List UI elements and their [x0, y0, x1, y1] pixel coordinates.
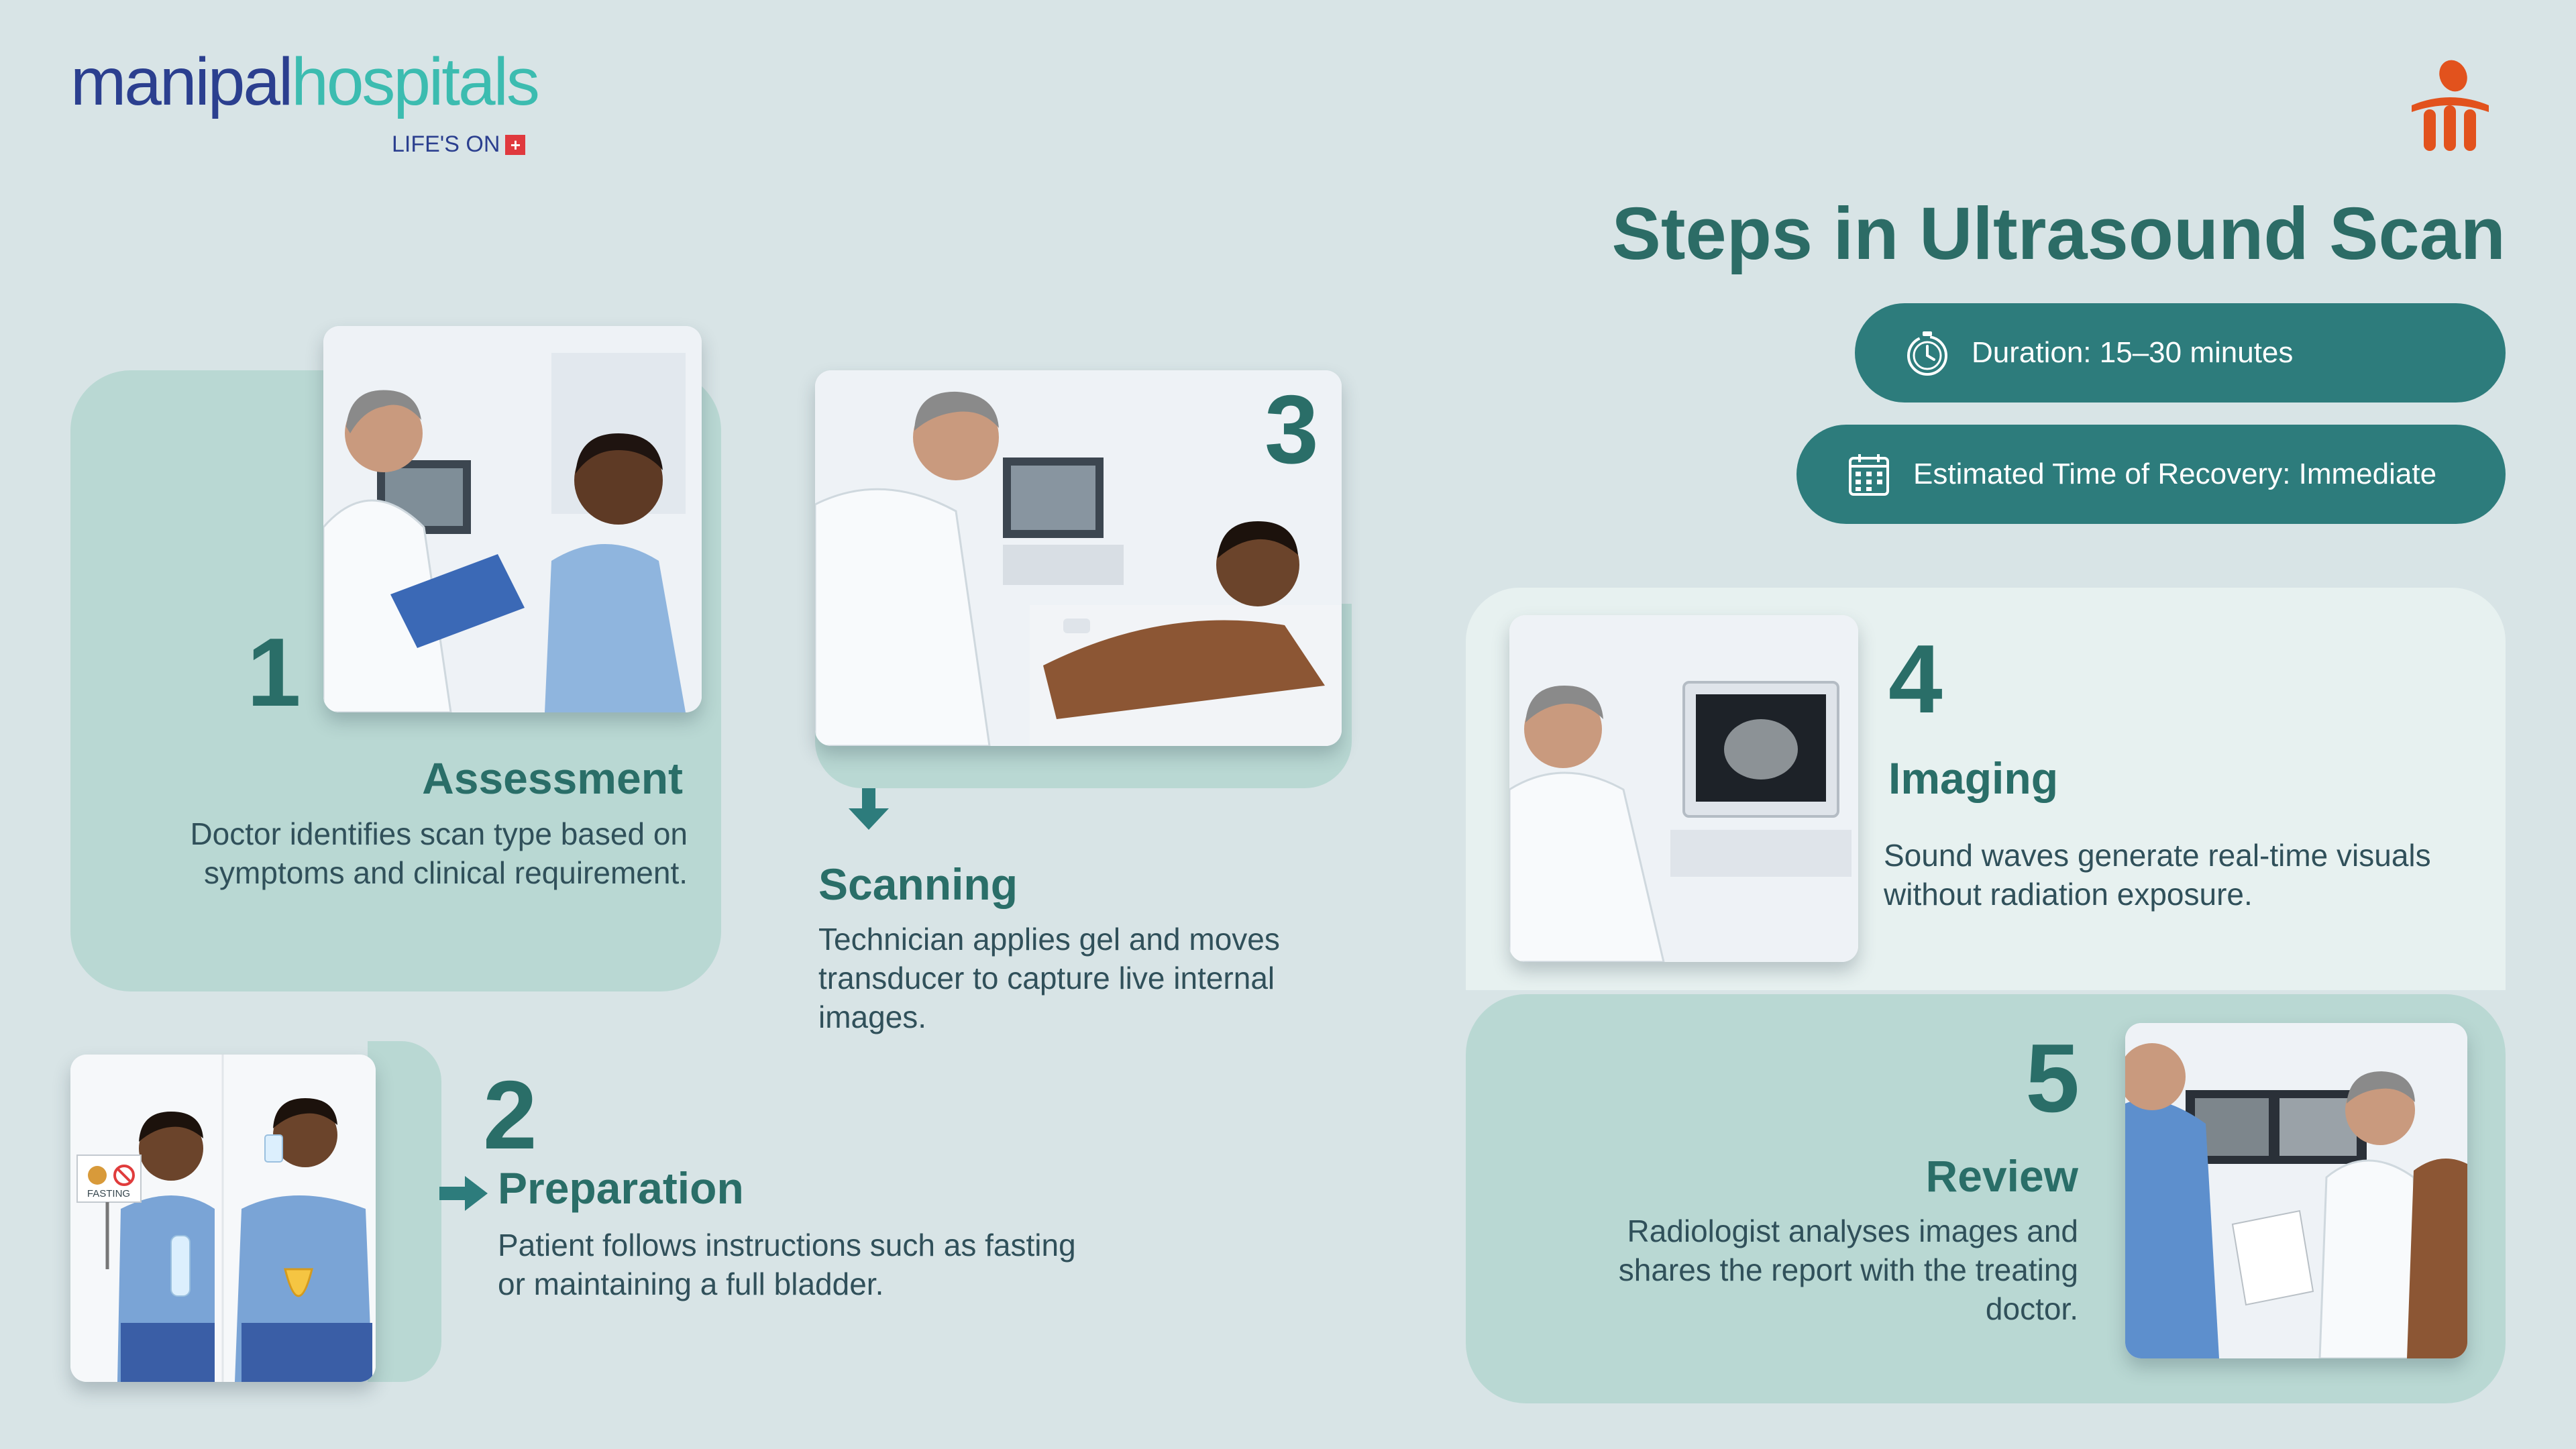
recovery-pill: Estimated Time of Recovery: Immediate — [1796, 425, 2506, 524]
brand-tagline: LIFE'S ON + — [392, 131, 526, 158]
step4-number: 4 — [1888, 625, 1943, 733]
step5-number: 5 — [2025, 1024, 2080, 1132]
step5-description: Radiologist analyses images and shares t… — [1618, 1214, 2078, 1326]
step3-scanning-image — [815, 370, 1342, 746]
step1-heading: Assessment — [422, 753, 683, 803]
step1-description: Doctor identifies scan type based on sym… — [190, 816, 688, 890]
step4-imaging-image — [1509, 615, 1858, 962]
brand-name-part2: hospitals — [291, 44, 540, 119]
step3-number: 3 — [1265, 375, 1319, 484]
tagline-text: LIFE'S ON — [392, 131, 500, 157]
stopwatch-icon — [1907, 331, 1947, 376]
step4-heading: Imaging — [1888, 753, 2059, 803]
step2-heading: Preparation — [498, 1163, 744, 1213]
step3-heading: Scanning — [818, 859, 1018, 909]
fasting-sign-text: FASTING — [87, 1188, 130, 1199]
step2-description: Patient follows instructions such as fas… — [498, 1228, 1076, 1301]
step1-number: 1 — [247, 618, 301, 727]
page-title: Steps in Ultrasound Scan — [1611, 193, 2506, 275]
manipal-emblem-icon — [2412, 60, 2489, 151]
brand-logo: manipalhospitals — [70, 48, 540, 115]
step3-description: Technician applies gel and moves transdu… — [818, 922, 1280, 1034]
recovery-text: Estimated Time of Recovery: Immediate — [1913, 458, 2437, 490]
step1-assessment-image — [323, 326, 702, 712]
step2-number: 2 — [483, 1061, 537, 1169]
step2-preparation-image: FASTING — [70, 1055, 376, 1382]
duration-text: Duration: 15–30 minutes — [1972, 336, 2294, 369]
brand-name-part1: manipal — [70, 44, 293, 119]
step5-heading: Review — [1925, 1151, 2078, 1201]
step4-description: Sound waves generate real-time visuals w… — [1884, 838, 2431, 912]
tagline-cross-icon: + — [505, 134, 526, 155]
calendar-icon — [1849, 454, 1889, 496]
duration-pill: Duration: 15–30 minutes — [1855, 303, 2506, 402]
arrow-down-icon — [849, 788, 889, 830]
step5-review-image — [2125, 1023, 2467, 1358]
arrow-right-icon — [439, 1176, 488, 1211]
step2-panel — [368, 1041, 441, 1382]
